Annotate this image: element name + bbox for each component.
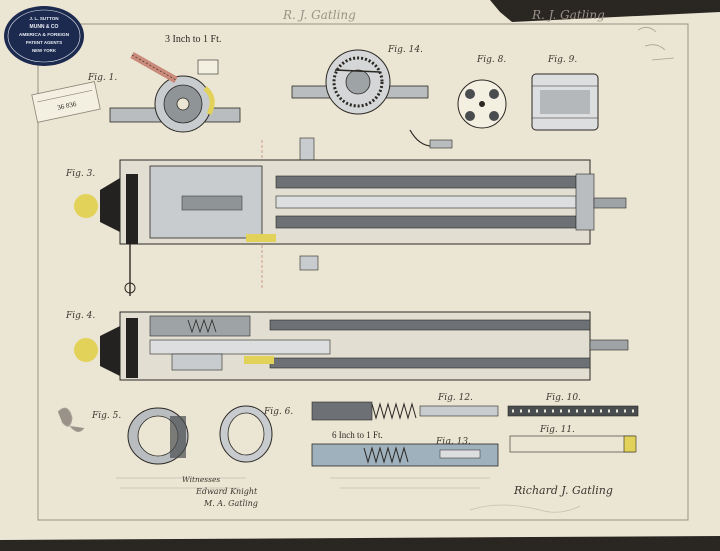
- fig11-label: Fig. 11.: [539, 425, 575, 435]
- fig1-drawing: Fig. 1.: [87, 51, 241, 133]
- inventor-signature: Richard J. Gatling: [513, 484, 613, 497]
- fig6-drawing: Fig. 6.: [219, 405, 293, 463]
- fig9-drawing: Fig. 9.: [531, 55, 599, 131]
- fig13-label: Fig. 13.: [435, 437, 471, 447]
- fig14-label: Fig. 14.: [387, 45, 423, 55]
- fig13-drawing: 6 Inch to 1 Ft. Fig. 13.: [311, 430, 499, 467]
- fig10-label: Fig. 10.: [545, 393, 581, 403]
- pencil-marks-right: [637, 27, 675, 61]
- witness-signature-2: M. A. Gatling: [203, 499, 258, 508]
- fig12-drawing: Fig. 12.: [311, 393, 499, 421]
- border-frame: [37, 23, 689, 521]
- stamp-line4: PATENT AGENTS: [26, 40, 62, 45]
- pencil-name-top-right: R. J. Gatling: [531, 8, 605, 22]
- stamp-line5: NEW YORK: [32, 48, 57, 53]
- label-stamp: 36 836: [31, 81, 101, 123]
- witnesses-heading: Witnesses: [182, 475, 220, 484]
- stamp-line2: MUNN & CO: [30, 24, 59, 30]
- fig11-drawing: Fig. 11.: [509, 425, 637, 453]
- fig5-drawing: Fig. 5.: [57, 407, 189, 465]
- pencil-name-top: R. J. Gatling: [282, 8, 356, 22]
- fig3-label: Fig. 3.: [65, 169, 95, 179]
- fig8-label: Fig. 8.: [476, 55, 506, 65]
- fig14-drawing: Fig. 14.: [291, 45, 453, 149]
- scale-top: 3 Inch to 1 Ft.: [165, 34, 221, 45]
- witness-signature-1: Edward Knight: [195, 487, 258, 496]
- fig8-drawing: Fig. 8.: [457, 55, 507, 129]
- stamp-line1: J. L. SUTTON: [29, 16, 59, 21]
- fig12-label: Fig. 12.: [437, 393, 473, 403]
- patent-agent-stamp: J. L. SUTTON MUNN & CO AMERICA & FOREIGN…: [4, 6, 84, 66]
- fig1-label: Fig. 1.: [87, 73, 117, 83]
- scale-bottom: 6 Inch to 1 Ft.: [332, 430, 383, 440]
- label-stamp-number: 36 836: [57, 100, 78, 112]
- torn-edge-bottom: [0, 536, 720, 551]
- stamp-line3: AMERICA & FOREIGN: [19, 32, 70, 38]
- fig4-label: Fig. 4.: [65, 311, 95, 321]
- fig5-label: Fig. 5.: [91, 411, 121, 421]
- fig10-drawing: Fig. 10.: [507, 393, 639, 417]
- fig3-drawing: Fig. 3.: [65, 137, 627, 296]
- fig4-drawing: Fig. 4.: [65, 311, 629, 381]
- fig9-label: Fig. 9.: [547, 55, 577, 65]
- pencil-notes-bottom: [116, 477, 581, 513]
- torn-corner: [490, 0, 720, 22]
- fig6-label: Fig. 6.: [263, 407, 293, 417]
